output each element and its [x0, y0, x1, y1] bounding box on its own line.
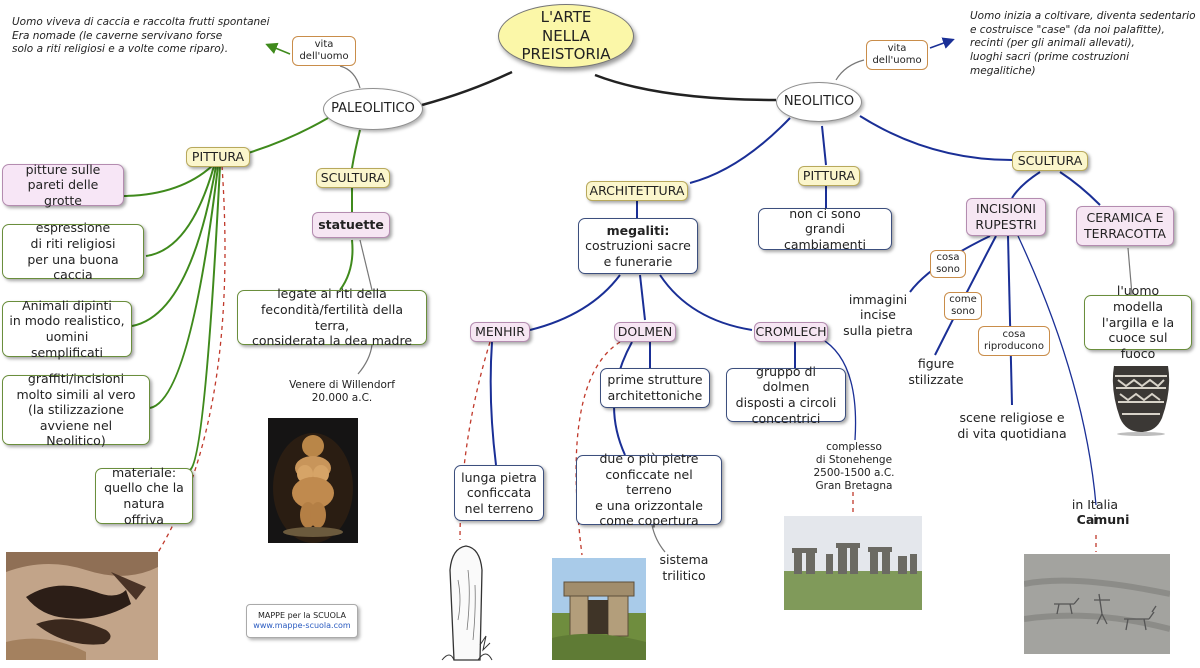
link-title-neolitico [594, 73, 777, 102]
link-paleo-vita-arrow [265, 42, 291, 55]
neo-pittura-desc: non ci sono grandi cambiamenti [758, 206, 892, 252]
paleo-pittura-item-4: graffiti/incisioni molto simili al vero … [2, 371, 150, 448]
dolmen-desc2: due o più pietre conficcate nel terreno … [576, 451, 722, 528]
credit-line1: MAPPE per la SCUOLA [257, 611, 347, 620]
come-sono-answer: figure stilizzate [908, 356, 964, 387]
menhir-node: MENHIR [470, 322, 530, 342]
credit-box: MAPPE per la SCUOLA www.mappe-scuola.com [246, 604, 358, 638]
paleo-pittura-item-3: Animali dipinti in modo realistico, uomi… [2, 298, 132, 360]
megaliti-box: megaliti: costruzioni sacre e funerarie [578, 218, 698, 274]
paleo-scultura-node: SCULTURA [316, 168, 390, 188]
italia-prefix: in Italia i [1071, 496, 1119, 528]
dolmen-node: DOLMEN [614, 322, 676, 342]
statuette-node: statuette [312, 212, 390, 238]
dolmen-image [552, 558, 646, 660]
architettura-node: ARCHITETTURA [586, 181, 688, 201]
come-sono-box: come sono [944, 292, 982, 320]
credit-line2: www.mappe-scuola.com [253, 621, 351, 630]
paleolitico-label: PALEOLITICO [331, 100, 415, 116]
neolitico-note: Uomo inizia a coltivare, diventa sedenta… [970, 10, 1196, 77]
neo-pittura-node: PITTURA [798, 166, 860, 186]
cromlech-node: CROMLECH [754, 322, 828, 342]
link-title-paleolitico [421, 70, 513, 107]
title-bubble: L'ARTE NELLA PREISTORIA [498, 4, 634, 68]
megaliti-rest: costruzioni sacre e funerarie [585, 238, 691, 269]
cromlech-desc: gruppo di dolmen disposti a circoli conc… [726, 364, 846, 426]
stonehenge-image [784, 516, 922, 610]
paleolitico-vita-box: vita dell'uomo [292, 36, 356, 66]
link-neo-vita-arrow [929, 37, 955, 49]
stonehenge-caption: complesso di Stonehenge 2500-1500 a.C. G… [813, 440, 895, 493]
paleo-pittura-item-5: materiale: quello che la natura offriva [95, 465, 193, 527]
incisioni-node: INCISIONI RUPESTRI [966, 198, 1046, 236]
italia-bold: Camuni [1076, 511, 1130, 527]
cosa-riproducono-answer: scene religiose e di vita quotidiana [957, 410, 1067, 441]
italia-camuni: in Italia i Camuni [1060, 497, 1130, 537]
scultura-desc-box: legate ai riti della fecondità/fertilità… [237, 286, 427, 348]
neolitico-vita-label: vita dell'uomo [872, 42, 922, 67]
venere-image [268, 418, 358, 543]
paleolitico-note: Uomo viveva di caccia e raccolta frutti … [12, 16, 270, 56]
paleo-pittura-item-1: pitture sulle pareti delle grotte [2, 162, 124, 208]
vase-image [1106, 360, 1176, 436]
ceramica-desc: l'uomo modella l'argilla e la cuoce sul … [1084, 283, 1192, 361]
title-text: L'ARTE NELLA PREISTORIA [521, 7, 611, 64]
neolitico-label: NEOLITICO [783, 93, 855, 109]
venere-caption: Venere di Willendorf 20.000 a.C. [289, 378, 395, 404]
cosa-sono-answer: immagini incise sulla pietra [843, 291, 913, 338]
megaliti-bold: megaliti: [606, 222, 670, 238]
sistema-trilitico: sistema trilitico [659, 552, 709, 583]
cosa-riproducono-box: cosa riproducono [978, 326, 1050, 356]
paleolitico-vita-label: vita dell'uomo [299, 38, 349, 63]
neo-scultura-node: SCULTURA [1012, 151, 1088, 171]
statuette-label: statuette [318, 217, 384, 233]
neolitico-node: NEOLITICO [776, 82, 862, 122]
dashed-link-cave-painting [149, 165, 226, 566]
cave-painting-image [6, 552, 158, 660]
paleo-pittura-item-2: espressione di riti religiosi per una bu… [2, 220, 144, 282]
cosa-sono-box: cosa sono [930, 250, 966, 278]
dolmen-desc1: prime strutture architettoniche [600, 368, 710, 408]
paleolitico-node: PALEOLITICO [323, 88, 423, 130]
neolitico-vita-box: vita dell'uomo [866, 40, 928, 70]
menhir-image [440, 540, 494, 666]
rock-engraving-image [1024, 554, 1170, 654]
ceramica-node: CERAMICA E TERRACOTTA [1076, 206, 1174, 246]
paleo-pittura-node: PITTURA [186, 147, 250, 167]
menhir-desc: lunga pietra conficcata nel terreno [454, 465, 544, 521]
